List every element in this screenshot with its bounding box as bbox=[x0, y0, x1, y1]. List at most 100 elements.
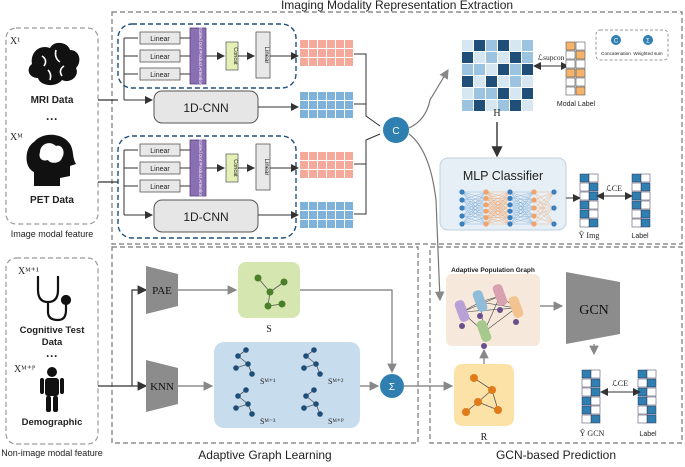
label-gcn-cell bbox=[646, 414, 657, 424]
knn-graph-node bbox=[313, 401, 319, 407]
feature-cell bbox=[309, 170, 317, 178]
population-subject bbox=[454, 300, 470, 322]
y-img-cell bbox=[579, 191, 590, 201]
linear-out-box bbox=[255, 143, 271, 191]
population-node bbox=[477, 313, 483, 319]
mlp-edge bbox=[461, 207, 487, 218]
imaging-section-frame bbox=[111, 11, 683, 245]
imaging-section-title: Imaging Modality Representation Extracti… bbox=[281, 0, 513, 12]
mlp-edge bbox=[461, 207, 487, 225]
modal-label-text: Modal Label bbox=[557, 101, 596, 108]
mlp-edge bbox=[533, 215, 555, 225]
knn-graph-node bbox=[235, 353, 241, 359]
feature-cell bbox=[318, 211, 326, 219]
s-label: S bbox=[266, 324, 272, 335]
head-brain-icon bbox=[26, 134, 76, 186]
weighted-sum-operator bbox=[380, 374, 404, 398]
h-cell bbox=[486, 100, 497, 111]
feature-cell bbox=[345, 110, 353, 118]
knn-graph-node bbox=[235, 393, 241, 399]
feature-cell bbox=[336, 161, 344, 169]
gcn-label-text: Label bbox=[639, 431, 657, 438]
person-icon bbox=[40, 367, 64, 412]
feature-cell bbox=[300, 211, 308, 219]
feature-cell bbox=[318, 101, 326, 109]
mlp-edge bbox=[461, 211, 487, 225]
knn-graph-node bbox=[233, 365, 239, 371]
knn-graph-node bbox=[313, 361, 319, 367]
y-img-cell bbox=[579, 182, 590, 192]
feature-cell bbox=[345, 170, 353, 178]
feature-cell bbox=[345, 161, 353, 169]
knn-graph-icons bbox=[233, 347, 323, 417]
knn-graph-node bbox=[317, 411, 323, 417]
mlp-neuron bbox=[507, 189, 513, 195]
feature-cell bbox=[318, 92, 326, 100]
population-graph-icon bbox=[454, 284, 524, 349]
population-subject bbox=[476, 320, 492, 342]
feature-cell bbox=[345, 92, 353, 100]
h-cell bbox=[522, 52, 533, 63]
y-img-cell bbox=[588, 182, 599, 192]
h-cell bbox=[498, 100, 509, 111]
linear-label: Linear bbox=[150, 72, 170, 79]
mlp-edge bbox=[533, 207, 555, 217]
label-gcn-column bbox=[637, 369, 657, 424]
knn-graph-node bbox=[245, 401, 251, 407]
mlp-edge bbox=[509, 199, 535, 205]
mlp-neuron bbox=[483, 208, 489, 214]
brain-icon bbox=[28, 42, 80, 86]
concat-to-population-line bbox=[408, 133, 445, 302]
h-cell bbox=[486, 76, 497, 87]
feature-cell bbox=[318, 220, 326, 228]
feature-cell bbox=[318, 152, 326, 160]
feature-cell bbox=[327, 220, 335, 228]
feature-cell bbox=[345, 211, 353, 219]
pae-block bbox=[146, 266, 178, 314]
modal-label-cell bbox=[565, 59, 576, 69]
feature-cell bbox=[318, 170, 326, 178]
h-cell bbox=[474, 64, 485, 75]
mlp-edge bbox=[509, 198, 535, 201]
mlp-edge bbox=[509, 191, 535, 199]
s-graph-node bbox=[266, 288, 274, 296]
knn-block bbox=[146, 360, 178, 412]
mlp-edge bbox=[509, 199, 535, 225]
h-cell bbox=[486, 88, 497, 99]
feature-cell bbox=[300, 101, 308, 109]
h-cell bbox=[498, 88, 509, 99]
encoder-mri: Linear Linear Linear Scaled Dot Product … bbox=[117, 23, 299, 124]
knn-label: KNN bbox=[150, 381, 174, 393]
encoder-mri-frame bbox=[117, 23, 297, 89]
y-gcn-column bbox=[581, 369, 601, 424]
y-img-cell bbox=[588, 200, 599, 210]
y-gcn-cell bbox=[590, 378, 601, 388]
feature-cell bbox=[345, 40, 353, 48]
ce-loss-img-label: ℒCE bbox=[606, 184, 622, 193]
feature-cell bbox=[345, 58, 353, 66]
s-graph-node bbox=[278, 300, 286, 308]
label-img-cell bbox=[631, 218, 642, 228]
feature-cell bbox=[336, 40, 344, 48]
mlp-edge bbox=[533, 191, 555, 225]
h-cell bbox=[522, 64, 533, 75]
adaptive-graph-frame bbox=[111, 246, 419, 444]
concat-operator-symbol: C bbox=[392, 126, 399, 137]
mlp-neuron bbox=[531, 189, 537, 195]
image-modal-caption: Image modal feature bbox=[11, 229, 94, 239]
label-gcn-cell bbox=[637, 405, 648, 415]
feature-cell bbox=[327, 49, 335, 57]
linear-out-label: Linear bbox=[263, 47, 269, 64]
mlp-edge bbox=[509, 191, 535, 217]
linear-label: Linear bbox=[150, 166, 170, 173]
feature-cell bbox=[327, 202, 335, 210]
concat-operator bbox=[383, 117, 409, 143]
cnn-label: 1D-CNN bbox=[183, 210, 228, 224]
pet-superscript: Xᴹ bbox=[10, 132, 23, 143]
legend-box bbox=[595, 29, 669, 61]
mlp-edge bbox=[461, 199, 487, 218]
population-node bbox=[513, 319, 519, 325]
s-graph-node bbox=[280, 278, 288, 286]
mlp-edge bbox=[509, 191, 535, 209]
